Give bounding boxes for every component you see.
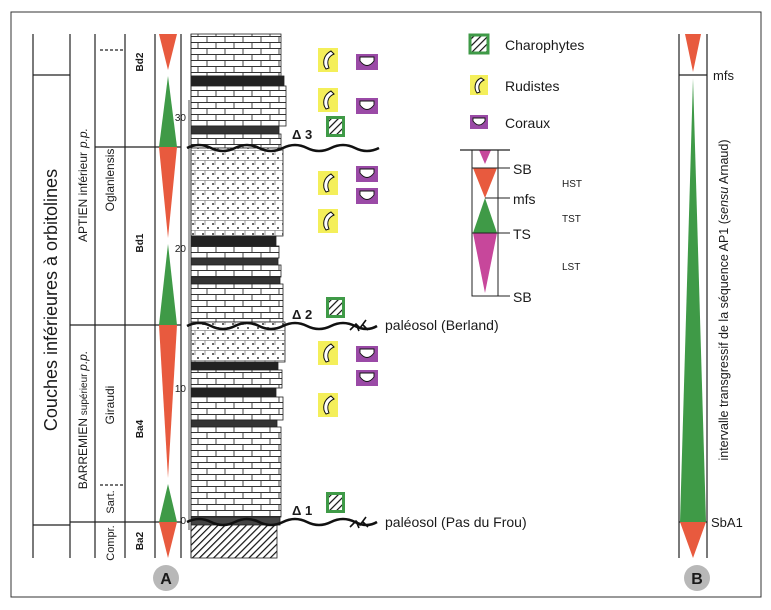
discontinuity-surfaces [186, 143, 380, 527]
panel-letter-b: B [691, 571, 703, 588]
scale-tick-10: 10 [175, 384, 187, 395]
paleosol-berland-label: paléosol (Berland) [385, 317, 499, 333]
charophyte-icon [326, 492, 345, 513]
scale-tick-0: 0 [180, 516, 186, 527]
charophyte-icon [326, 297, 345, 318]
column-b-mfs-label: mfs [713, 68, 734, 83]
coral-icon [356, 54, 378, 70]
coral-icon [470, 115, 488, 129]
scale-tick-30: 30 [175, 113, 187, 124]
sequence-column-b [678, 34, 708, 558]
panel-badge-b: B [684, 565, 710, 591]
chronostratigraphy-columns [32, 34, 182, 558]
coral-icon [356, 370, 378, 386]
rudist-icon [470, 75, 488, 95]
paleosol-roots [349, 319, 369, 529]
unit-label-ba4: Ba4 [135, 419, 146, 438]
rudist-icon [318, 171, 338, 195]
unit-label-ba2: Ba2 [135, 531, 146, 550]
coral-icon [356, 98, 378, 114]
formation-label: Couches inférieures à orbitolines [41, 169, 61, 431]
surface-label-delta1: Δ 1 [292, 503, 312, 518]
key-sb-top: SB [513, 161, 532, 177]
panel-letter-a: A [160, 571, 172, 588]
rudist-icon [318, 341, 338, 365]
paleosol-pas-du-frou-label: paléosol (Pas du Frou) [385, 514, 527, 530]
lithologic-log [190, 33, 287, 559]
rudist-icon [318, 48, 338, 72]
zone-label-giraudi: Giraudi [103, 386, 117, 425]
charophyte-icon [326, 116, 345, 137]
coral-icon [356, 346, 378, 362]
key-mfs: mfs [513, 191, 536, 207]
column-b-caption: intervalle transgressif de la séquence A… [717, 139, 731, 460]
surface-label-delta3: Δ 3 [292, 127, 312, 142]
coral-icon [356, 188, 378, 204]
aptian-stage-label: APTIEN inférieurp.p. [76, 128, 90, 242]
key-sb-bottom: SB [513, 289, 532, 305]
zone-label-compressissima: Compr. [105, 525, 117, 560]
zone-label-sartousi: Sart. [105, 490, 117, 513]
legend-rudistes-label: Rudistes [505, 78, 559, 94]
scale-tick-20: 20 [175, 244, 187, 255]
thickness-scale: 30 20 10 0 [175, 100, 190, 530]
barremian-stage-label: BARREMIEN supérieur p.p. [76, 351, 90, 490]
legend: Charophytes Rudistes Coraux SB mfs TS SB [460, 33, 584, 305]
key-lst: LST [562, 262, 580, 273]
rudist-icon [318, 209, 338, 233]
panel-badge-a: A [153, 565, 179, 591]
column-b-sba1-label: SbA1 [711, 515, 743, 530]
coral-icon [356, 166, 378, 182]
sequence-key-diagram [460, 149, 510, 297]
key-hst: HST [562, 179, 582, 190]
charophyte-icon [468, 33, 490, 55]
key-tst: TST [562, 214, 581, 225]
rudist-icon [318, 88, 338, 112]
unit-label-bd1: Bd1 [135, 233, 146, 252]
unit-label-bd2: Bd2 [135, 52, 146, 71]
key-ts: TS [513, 226, 531, 242]
zone-label-oglanlensis: Oglanlensis [103, 149, 117, 212]
fossil-symbols [318, 48, 378, 513]
legend-coraux-label: Coraux [505, 115, 550, 131]
systems-tracts-column-a [159, 34, 177, 558]
rudist-icon [318, 393, 338, 417]
figure-frame [10, 11, 762, 598]
surface-label-delta2: Δ 2 [292, 307, 312, 322]
legend-charophytes-label: Charophytes [505, 37, 584, 53]
